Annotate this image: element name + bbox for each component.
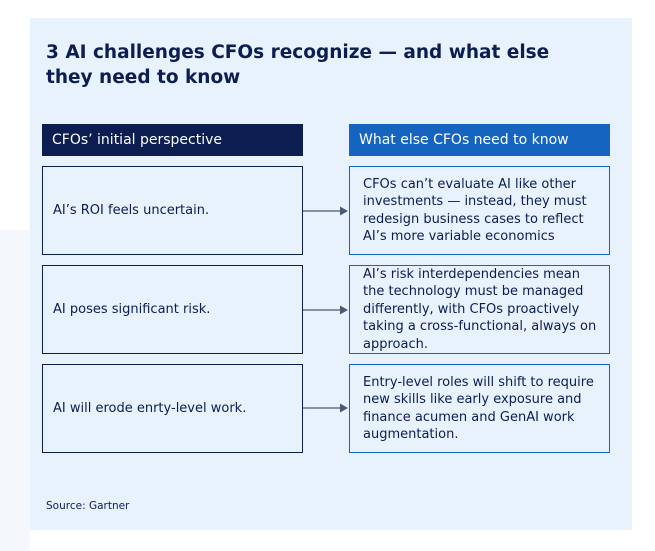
- perspective-text: AI’s ROI feels uncertain.: [53, 202, 210, 218]
- insight-box: AI’s risk interdependencies mean the tec…: [349, 265, 610, 354]
- insight-text: Entry-level roles will shift to require …: [363, 374, 594, 443]
- perspective-box: AI’s ROI feels uncertain.: [42, 166, 303, 255]
- insight-box: Entry-level roles will shift to require …: [349, 364, 610, 453]
- insight-box: CFOs can’t evaluate AI like other invest…: [349, 166, 610, 255]
- background-decoration: [0, 230, 30, 551]
- insight-text: CFOs can’t evaluate AI like other invest…: [363, 176, 587, 245]
- perspective-text: AI will erode enrty-level work.: [53, 400, 247, 416]
- insight-text: AI’s risk interdependencies mean the tec…: [363, 266, 597, 352]
- arrow-icon: [303, 206, 348, 216]
- right-column-header: What else CFOs need to know: [349, 124, 610, 156]
- perspective-text: AI poses significant risk.: [53, 301, 211, 317]
- left-column-header: CFOs’ initial perspective: [42, 124, 303, 156]
- infographic-title: 3 AI challenges CFOs recognize — and wha…: [46, 42, 550, 88]
- source-note: Source: Gartner: [46, 500, 130, 512]
- infographic-card: 3 AI challenges CFOs recognize — and wha…: [30, 18, 632, 530]
- perspective-box: AI will erode enrty-level work.: [42, 364, 303, 453]
- arrow-icon: [303, 305, 348, 315]
- perspective-box: AI poses significant risk.: [42, 265, 303, 354]
- arrow-icon: [303, 403, 348, 413]
